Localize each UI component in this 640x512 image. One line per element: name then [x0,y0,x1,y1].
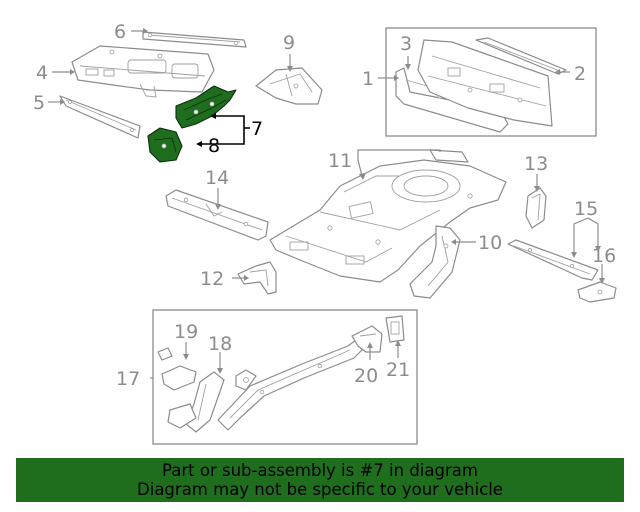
callout-12: 12 [200,268,224,290]
callout-8: 8 [208,135,220,157]
callout-7: 7 [251,118,263,140]
callout-11: 11 [328,150,352,172]
callout-4: 4 [36,62,48,84]
part-16-bracket[interactable] [577,281,617,303]
group-box-17 [152,309,418,445]
callout-21: 21 [386,359,410,381]
callout-10: 10 [478,232,502,254]
part-10-bracket[interactable] [409,225,461,299]
part-20-bracket[interactable] [351,325,383,353]
part-11-floor-pan[interactable] [269,159,507,283]
part-small-plate[interactable] [235,369,257,391]
callout-17: 17 [116,368,140,390]
callout-5: 5 [33,92,45,114]
leaders [48,30,603,379]
part-9-bracket[interactable] [255,67,323,105]
info-banner: Part or sub-assembly is #7 in diagram Di… [16,458,624,502]
callout-1: 1 [362,68,374,90]
callout-16: 16 [592,245,616,267]
part-4-package-shelf[interactable] [71,45,215,98]
part-2-strip[interactable] [475,37,567,75]
part-21-plate[interactable] [385,315,405,343]
part-15-rail[interactable] [507,239,599,281]
callout-20: 20 [354,365,378,387]
part-19-bracket[interactable] [157,347,197,429]
callout-18: 18 [208,333,232,355]
part-12-bracket[interactable] [237,261,277,295]
part-11-cap[interactable] [429,149,469,163]
part-5-bar[interactable] [59,95,141,139]
parts-diagram: 6 4 5 9 7 8 3 1 2 11 13 14 10 12 15 16 1… [33,21,617,445]
part-8-bracket[interactable] [147,127,183,163]
part-13-bracket[interactable] [525,187,547,229]
part-1-back-panel[interactable] [417,39,553,127]
arrowheads [60,28,605,374]
part-17-side-rail[interactable] [217,339,363,431]
part-14-crossmember[interactable] [165,189,269,241]
callout-19: 19 [174,321,198,343]
part-7-reinforcement-highlighted[interactable] [175,85,237,129]
part-6-rail[interactable] [142,31,247,48]
leader-7 [200,115,250,145]
callout-6: 6 [114,21,126,43]
banner-line-2: Diagram may not be specific to your vehi… [137,480,503,499]
callout-14: 14 [205,167,229,189]
arrowheads-highlight [196,113,216,147]
group-box-1 [385,27,597,137]
banner-line-1: Part or sub-assembly is #7 in diagram [162,461,478,480]
callout-13: 13 [524,153,548,175]
callout-2: 2 [574,63,586,85]
callout-15: 15 [574,198,598,220]
callout-9: 9 [283,32,295,54]
callout-3: 3 [400,33,412,55]
